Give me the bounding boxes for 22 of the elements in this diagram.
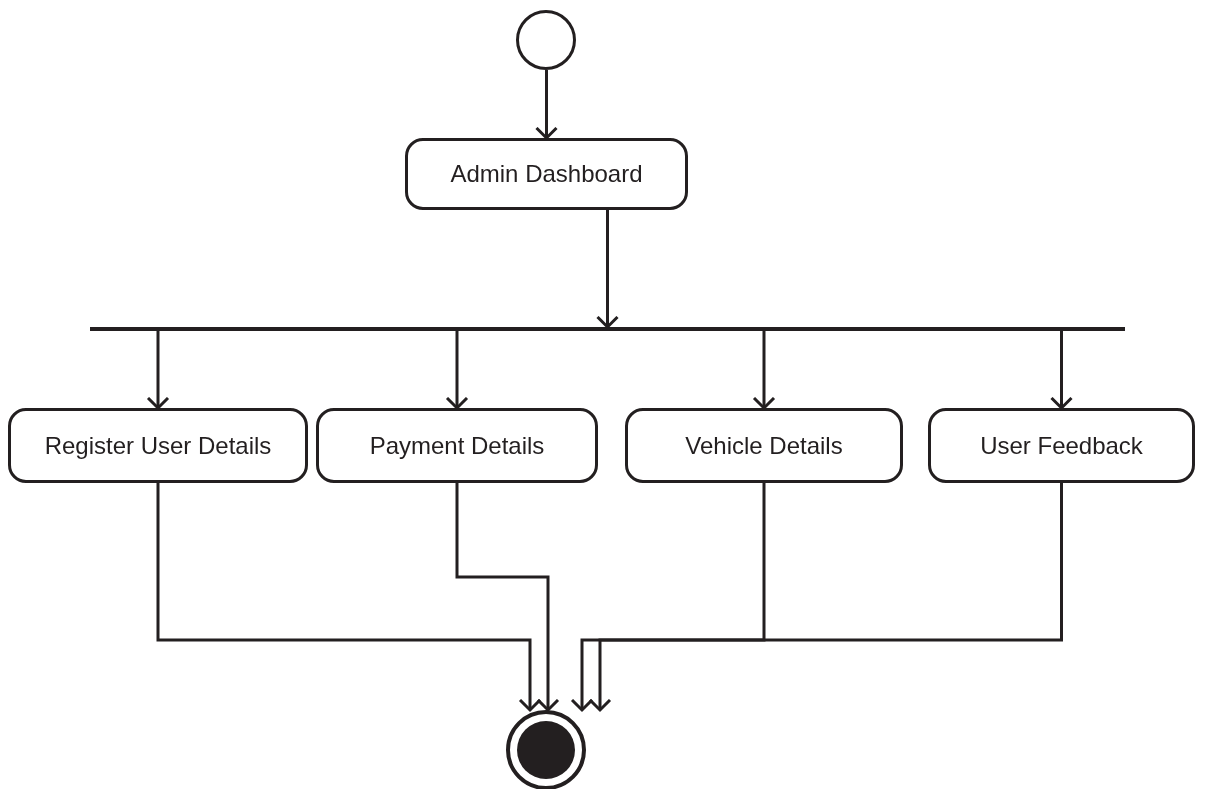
action-box — [8, 408, 308, 483]
arrow — [588, 483, 1063, 712]
action-label: Payment Details — [369, 431, 545, 460]
action-box — [405, 138, 688, 210]
action-label: User Feedback — [980, 431, 1143, 460]
action-label: Admin Dashboard — [450, 160, 643, 188]
action-box — [928, 408, 1195, 483]
arrow — [156, 483, 542, 712]
initial-node-circle — [516, 10, 576, 70]
arrow — [146, 331, 170, 410]
arrow — [596, 210, 619, 329]
arrow — [535, 70, 558, 140]
arrow — [455, 483, 560, 712]
arrow — [445, 331, 469, 410]
action-box — [625, 408, 903, 483]
action-box — [316, 408, 598, 483]
fork-bar — [90, 327, 1125, 331]
action-label: Register User Details — [44, 431, 272, 460]
arrow — [570, 483, 766, 712]
arrow — [752, 331, 776, 410]
arrow — [1050, 331, 1073, 410]
action-label: Vehicle Details — [685, 431, 843, 460]
